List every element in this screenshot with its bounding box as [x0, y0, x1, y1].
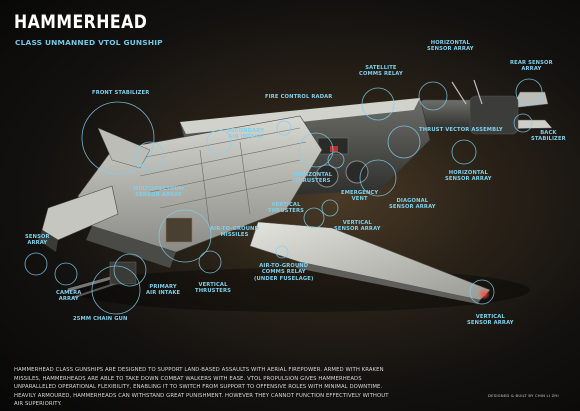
callout-back-stabilizer: BACK STABILIZER — [531, 130, 566, 143]
designer-credit: DESIGNED & BUILT BY CHIN LI ZHI — [488, 393, 559, 398]
callout-vertical-sensor-array-wing: VERTICAL SENSOR ARRAY — [467, 314, 514, 327]
callout-satellite-comms-relay: SATELLITE COMMS RELAY — [359, 65, 403, 78]
description-text: HAMMERHEAD CLASS GUNSHIPS ARE DESIGNED T… — [14, 367, 389, 408]
thrust-vector-housing — [469, 95, 519, 135]
callout-primary-air-intake: PRIMARY AIR INTAKE — [146, 284, 181, 297]
callout-rear-sensor-array: REAR SENSOR ARRAY — [510, 60, 553, 73]
forward-hull-underside — [86, 226, 176, 268]
right-wing-edge — [296, 262, 480, 304]
wingtip-light — [478, 288, 490, 300]
vertical-thruster — [315, 164, 339, 188]
warning-light — [330, 146, 338, 152]
page-subtitle: CLASS UNMANNED VTOL GUNSHIP — [15, 38, 163, 47]
callout-sensor-array: SENSOR ARRAY — [25, 234, 50, 247]
callout-multispectrum-sensor-array: MULTISPECTRUM SENSOR ARRAY — [133, 186, 185, 199]
callout-camera-array: CAMERA ARRAY — [56, 290, 82, 303]
callout-horizontal-sensor-array-right: HORIZONTAL SENSOR ARRAY — [445, 170, 492, 183]
callout-horizontal-sensor-array-top: HORIZONTAL SENSOR ARRAY — [427, 40, 474, 53]
callout-emergency-vent: EMERGENCY VENT — [341, 190, 379, 203]
nose-section — [41, 185, 119, 241]
front-stabilizer-fin — [97, 127, 151, 169]
callout-air-to-ground-missiles: AIR-TO-GROUND MISSILES — [210, 226, 259, 239]
callout-fire-control-radar: FIRE CONTROL RADAR — [265, 94, 333, 100]
callout-rings — [24, 78, 543, 315]
callout-chain-gun: 25MM CHAIN GUN — [73, 316, 128, 322]
callout-horizontal-thrusters: HORIZONTAL THRUSTERS — [293, 172, 333, 185]
callout-air-to-ground-comms-relay: AIR-TO-GROUND COMMS RELAY (UNDER FUSELAG… — [254, 263, 314, 282]
page-title: HAMMERHEAD — [14, 11, 148, 33]
vertical-thruster-2 — [345, 160, 369, 184]
missile-pod — [165, 217, 193, 243]
antenna-2 — [473, 79, 483, 105]
armour-panel-lines — [129, 127, 307, 231]
callout-secondary-air-intake: SECONDARY AIR INTAKE — [227, 128, 264, 141]
nose-underside — [38, 230, 58, 252]
callout-thrust-vector-assembly: THRUST VECTOR ASSEMBLY — [419, 127, 503, 133]
chain-gun-barrel-2 — [71, 281, 121, 299]
callout-front-stabilizer: FRONT STABILIZER — [92, 90, 150, 96]
callout-vertical-sensor-array-mid: VERTICAL SENSOR ARRAY — [334, 220, 381, 233]
callout-diagonal-sensor-array: DIAGONAL SENSOR ARRAY — [389, 198, 436, 211]
callout-vertical-thrusters-low: VERTICAL THRUSTERS — [195, 282, 231, 295]
antenna-1 — [451, 81, 467, 105]
callout-vertical-thrusters-mid: VERTICAL THRUSTERS — [268, 202, 304, 215]
